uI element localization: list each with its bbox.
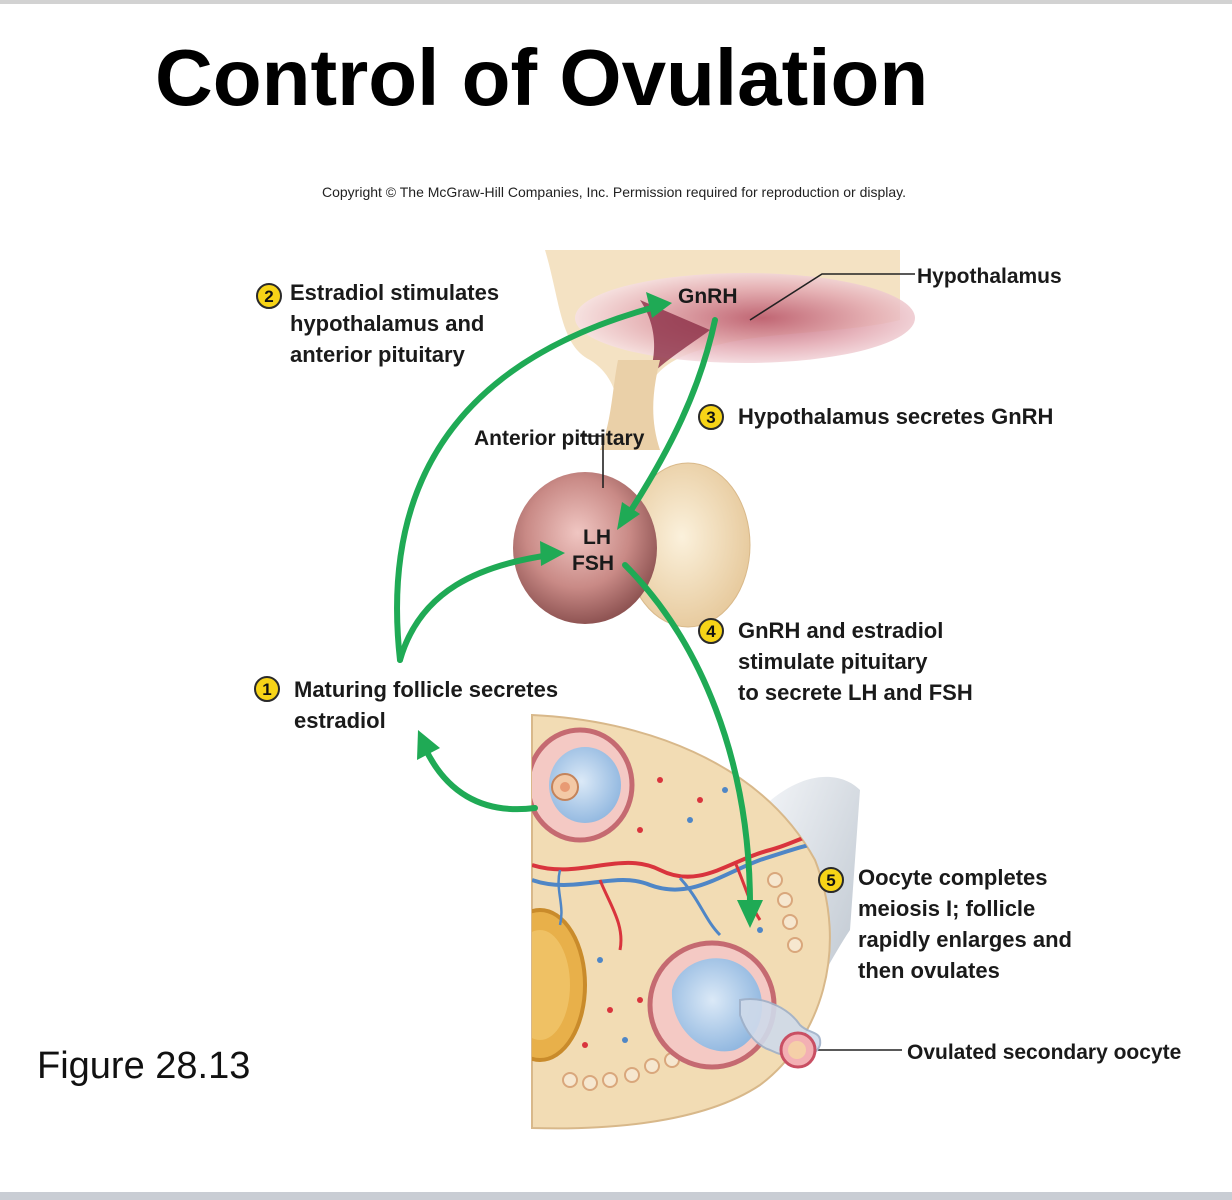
step-4-label: GnRH and estradiol stimulate pituitary t… — [738, 618, 973, 705]
arrow-follicle-to-estradiol — [422, 745, 538, 813]
infundibulum-stalk — [600, 360, 660, 450]
arrow-gnrh-to-pituitary — [625, 317, 718, 518]
page-title: Control of Ovulation — [155, 33, 929, 122]
frame-top-border — [0, 0, 1232, 4]
arrowhead — [646, 292, 672, 318]
step-3-badge: 3 — [698, 404, 724, 430]
step-5-label: Oocyte completes meiosis I; follicle rap… — [858, 865, 1072, 983]
lh-label: LH — [583, 526, 611, 549]
arrowhead — [417, 730, 440, 760]
copyright-notice: Copyright © The McGraw-Hill Companies, I… — [322, 184, 907, 200]
step-5-badge: 5 — [818, 867, 844, 893]
hypothalamus-tissue — [545, 250, 915, 420]
step-4-badge: 4 — [698, 618, 724, 644]
arrow-estradiol-to-hypothalamus — [394, 304, 658, 663]
arrowhead — [540, 541, 565, 566]
anterior-pituitary-leader-line — [580, 435, 604, 488]
hypothalamus-leader-line — [749, 273, 915, 321]
gnrh-label: GnRH — [678, 285, 738, 308]
fsh-label: FSH — [572, 552, 614, 575]
figure-caption: Figure 28.13 — [37, 1045, 251, 1087]
hypothalamus-label: Hypothalamus — [917, 265, 1062, 288]
step-1-label: Maturing follicle secretes estradiol — [294, 677, 559, 733]
step-1-badge: 1 — [254, 676, 280, 702]
arrow-estradiol-to-pituitary — [397, 552, 553, 663]
anterior-pituitary-label: Anterior pituitary — [474, 427, 645, 450]
arrowhead — [617, 502, 640, 530]
arrow-lh-fsh-to-ovary — [622, 562, 753, 908]
step-3-label: Hypothalamus secretes GnRH — [738, 404, 1054, 429]
frame-bottom-border — [0, 1192, 1232, 1200]
arrowhead — [737, 900, 763, 928]
step-2-label: Estradiol stimulates hypothalamus and an… — [290, 280, 500, 367]
ovulated-oocyte-label: Ovulated secondary oocyte — [907, 1041, 1182, 1064]
ovary-section — [531, 713, 860, 1130]
step-2-badge: 2 — [256, 283, 282, 309]
